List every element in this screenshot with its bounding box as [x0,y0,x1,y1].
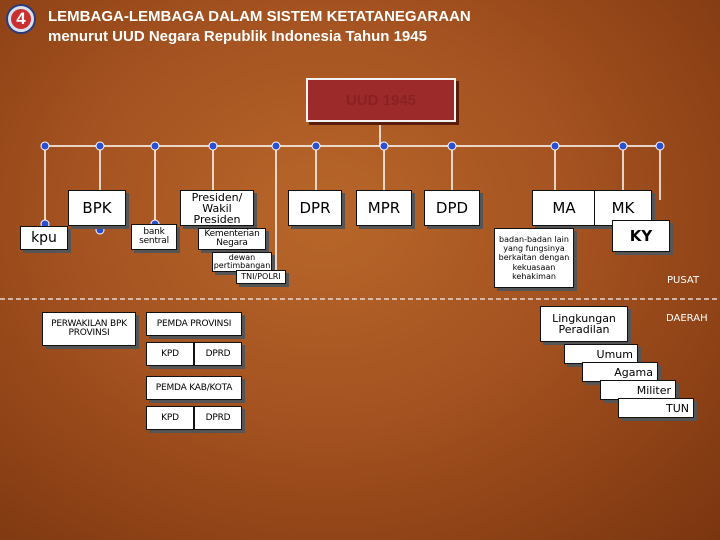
ma-box: MA [532,190,596,226]
bank-sentral-box: bank sentral [131,224,177,250]
pemda-kab-kota-box: PEMDA KAB/KOTA [146,376,242,400]
dpd-box: DPD [424,190,480,226]
daerah-label: DAERAH [666,313,708,324]
ky-box: KY [612,220,670,252]
connector-dot [379,141,389,151]
militer-box: Militer [600,380,676,400]
tni-polri-box: TNI/POLRI [236,270,286,284]
kementerian-box: Kementerian Negara [198,228,266,250]
kpu-box: kpu [20,226,68,250]
uud-1945-box: UUD 1945 [306,78,456,122]
pemda-provinsi-box: PEMDA PROVINSI [146,312,242,336]
connector-dot [271,141,281,151]
connector-dot [150,141,160,151]
connector-dot [447,141,457,151]
bpk-box: BPK [68,190,126,226]
connector-dot [311,141,321,151]
agama-box: Agama [582,362,658,382]
kpd-kab-box: KPD [146,406,194,430]
chapter-badge: 4 [6,4,36,34]
dewan-pertimbangan-box: dewan pertimbangan [212,252,272,272]
connector-dot [95,141,105,151]
connector-dot [618,141,628,151]
perwakilan-bpk-box: PERWAKILAN BPK PROVINSI [42,312,136,346]
umum-box: Umum [564,344,638,364]
connector-dot [208,141,218,151]
dpr-box: DPR [288,190,342,226]
tun-box: TUN [618,398,694,418]
lingkungan-peradilan-box: Lingkungan Peradilan [540,306,628,342]
page-subtitle: menurut UUD Negara Republik Indonesia Ta… [48,28,427,45]
dprd-kab-box: DPRD [194,406,242,430]
connector-dot [40,141,50,151]
connector-dot [95,225,105,235]
connector-dot [655,141,665,151]
mpr-box: MPR [356,190,412,226]
page-title: LEMBAGA-LEMBAGA DALAM SISTEM KETATANEGAR… [48,8,471,25]
pusat-label: PUSAT [667,275,700,286]
badan-lain-box: badan-badan lain yang fungsinya berkaita… [494,228,574,288]
dprd-provinsi-box: DPRD [194,342,242,366]
kpd-provinsi-box: KPD [146,342,194,366]
chapter-number: 4 [11,9,31,29]
presiden-box: Presiden/ Wakil Presiden [180,190,254,226]
connector-dot [550,141,560,151]
